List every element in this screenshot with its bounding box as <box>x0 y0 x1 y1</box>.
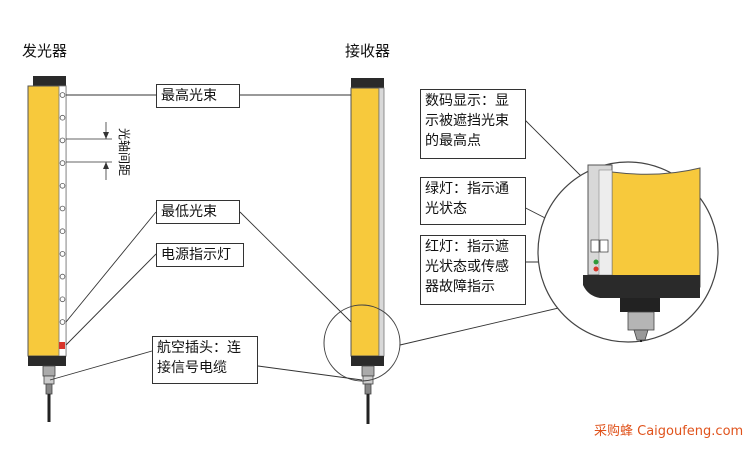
receiver-bottom-cap <box>351 356 384 366</box>
aviation-plug-line2: 接信号电缆 <box>157 360 227 376</box>
aviation-plug-callout: 航空插头：连 接信号电缆 <box>152 336 258 384</box>
emitter-connector <box>42 365 56 377</box>
power-indicator-light <box>59 342 65 349</box>
power-indicator-label: 电源指示灯 <box>161 247 231 263</box>
beam-hole <box>59 92 66 98</box>
green-light <box>593 259 599 265</box>
optical-axis-spacing-label: 光轴间距 <box>117 128 132 176</box>
detail-magnifier <box>537 161 719 343</box>
red-light-line1: 红灯：指示遮 <box>425 239 509 255</box>
green-light-line1: 绿灯：指示通 <box>425 181 509 197</box>
watermark: 采购蜂 Caigoufeng.com <box>594 424 744 439</box>
beam-hole <box>59 205 66 212</box>
digital-display-line3: 的最高点 <box>425 133 481 149</box>
aviation-plug-line1: 航空插头：连 <box>157 340 241 356</box>
beam-hole <box>59 183 66 189</box>
digital-display-callout: 数码显示：显 示被遮挡光束 的最高点 <box>420 89 526 159</box>
receiver-side-strip <box>378 87 385 357</box>
detail-connector-ring <box>620 298 660 312</box>
emitter-bar <box>27 76 67 422</box>
red-light <box>593 266 599 272</box>
receiver-housing <box>350 87 380 357</box>
beam-hole <box>59 160 66 166</box>
detail-connector-body <box>627 311 655 331</box>
receiver-zoom-circle <box>323 304 401 382</box>
lowest-beam-label: 最低光束 <box>161 204 217 220</box>
digital-display-line2: 示被遮挡光束 <box>425 113 509 129</box>
emitter-top-cap <box>33 76 66 86</box>
receiver-connector <box>361 365 375 377</box>
beam-hole <box>59 273 66 280</box>
highest-beam-label: 最高光束 <box>161 88 217 104</box>
highest-beam-callout: 最高光束 <box>156 84 240 108</box>
receiver-title: 接收器 <box>345 42 391 60</box>
digit-display <box>590 239 600 253</box>
red-light-line3: 器故障指示 <box>425 279 495 295</box>
beam-hole <box>59 319 66 325</box>
beam-hole <box>59 251 66 257</box>
power-indicator-callout: 电源指示灯 <box>156 243 244 267</box>
receiver-bar <box>323 78 401 424</box>
green-light-line2: 光状态 <box>425 201 467 217</box>
detail-housing-yellow <box>611 167 701 288</box>
emitter-bottom-cap <box>28 356 66 366</box>
beam-hole <box>59 296 66 303</box>
optical-axis-spacing-dimension: 光轴间距 <box>66 122 132 180</box>
emitter-title: 发光器 <box>22 42 68 60</box>
digital-display-line1: 数码显示：显 <box>425 93 509 109</box>
beam-hole <box>59 228 66 235</box>
red-light-line2: 光状态或传感 <box>425 259 509 275</box>
red-light-callout: 红灯：指示遮 光状态或传感 器故障指示 <box>420 235 526 305</box>
detail-base <box>583 275 700 298</box>
green-light-callout: 绿灯：指示通 光状态 <box>420 177 526 225</box>
beam-hole <box>59 137 66 144</box>
emitter-lens-strip <box>58 85 67 357</box>
receiver-top-cap <box>351 78 384 88</box>
lowest-beam-callout: 最低光束 <box>156 200 240 224</box>
emitter-beam-holes <box>59 92 66 325</box>
beam-hole <box>59 114 66 121</box>
